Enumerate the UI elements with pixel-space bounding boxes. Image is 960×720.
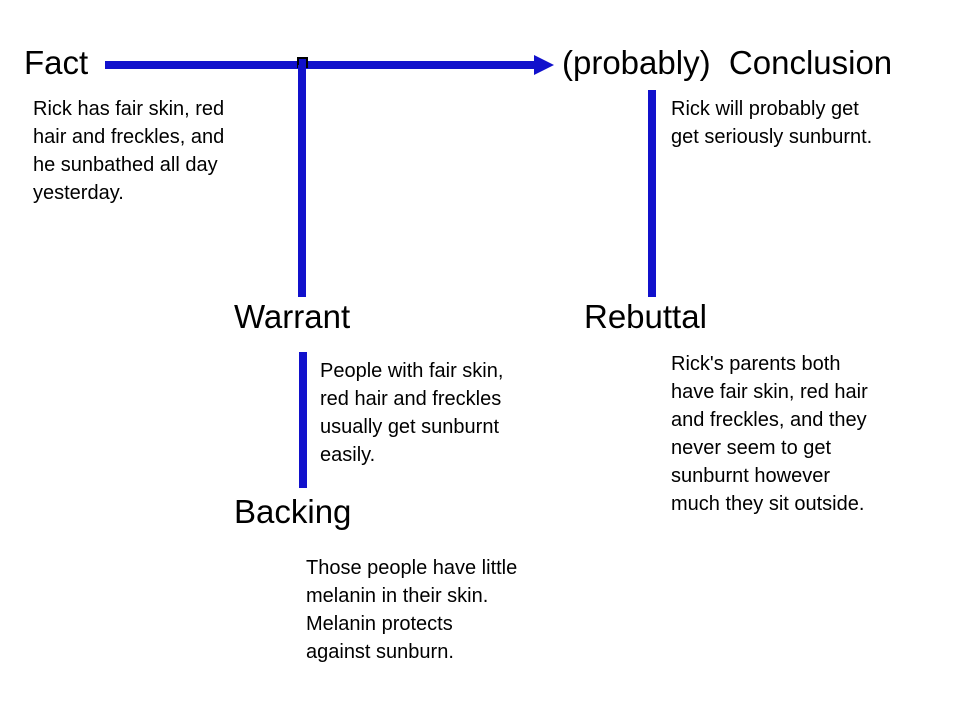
rebuttal-text: Rick's parents both have fair skin, red … [671,353,868,515]
backing-label: Backing [234,493,352,530]
warrant-label: Warrant [234,298,351,335]
conclusion-to-rebuttal-line [648,90,656,297]
fact-text: Rick has fair skin, red hair and freckle… [33,98,225,204]
fact-conclusion-arrow-line [105,61,534,69]
backing-text: Those people have little melanin in thei… [306,557,518,663]
conclusion-text: Rick will probably get get seriously sun… [671,98,873,148]
rebuttal-label: Rebuttal [584,298,707,335]
arrow-to-warrant-line [298,65,306,297]
arrow-right-head-icon [534,55,554,75]
conclusion-label: (probably) Conclusion [562,44,893,81]
warrant-to-backing-line [299,352,307,488]
warrant-text: People with fair skin, red hair and frec… [320,360,504,466]
fact-label: Fact [24,44,89,81]
